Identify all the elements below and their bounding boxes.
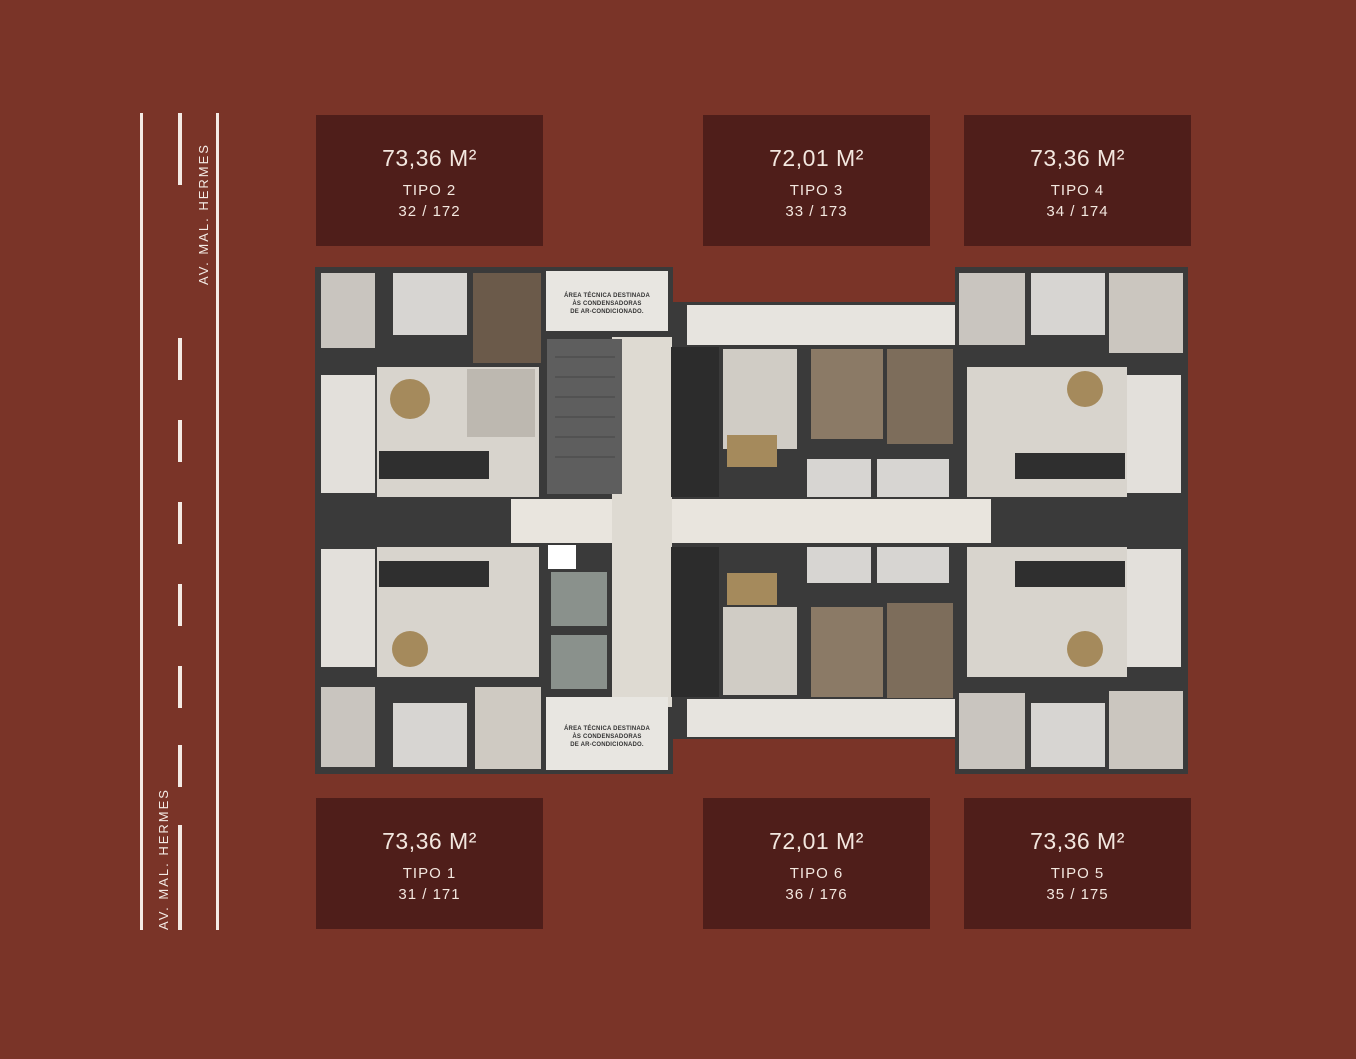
unit-type: TIPO 2 xyxy=(402,182,457,199)
unit-area: 73,36 M² xyxy=(1030,828,1125,854)
plan-unit-3-bedroom-1 xyxy=(811,349,883,439)
plan-unit-3-terrace xyxy=(687,305,955,345)
road-dash xyxy=(178,420,182,462)
unit-area: 73,36 M² xyxy=(1030,145,1125,171)
plan-unit-4-bedroom-1 xyxy=(959,273,1025,345)
plan-unit-5-table xyxy=(1067,631,1103,667)
unit-type: TIPO 4 xyxy=(1050,182,1105,199)
plan-unit-2-bath xyxy=(393,273,467,335)
note-line: DE AR-CONDICIONADO. xyxy=(570,309,644,315)
unit-area: 72,01 M² xyxy=(769,828,864,854)
unit-type: TIPO 3 xyxy=(789,182,844,199)
road-edge-left xyxy=(140,113,143,930)
note-line: ÀS CONDENSADORAS xyxy=(572,301,642,307)
plan-unit-5-bath xyxy=(1031,703,1105,767)
plan-unit-1-bedroom xyxy=(321,687,375,767)
unit-area: 73,36 M² xyxy=(382,145,477,171)
plan-corridor-horizontal xyxy=(511,499,991,543)
plan-unit-6-bedroom-1 xyxy=(811,607,883,697)
plan-shaft xyxy=(548,545,576,569)
plan-unit-5-bedroom-2 xyxy=(1109,691,1183,769)
plan-unit-6-bath-2 xyxy=(877,547,949,583)
unit-numbers: 35 / 175 xyxy=(1046,886,1109,903)
plan-unit-1-kitchen xyxy=(379,561,489,587)
street-label-top: AV. MAL. HERMES xyxy=(196,143,211,285)
road-edge-right xyxy=(216,113,219,930)
plan-unit-6-table xyxy=(727,573,777,605)
unit-area: 73,36 M² xyxy=(382,828,477,854)
plan-unit-3-table xyxy=(727,435,777,467)
floor-plan-drawing xyxy=(315,267,1188,774)
floor-plan: ÁREA TÉCNICA DESTINADA ÀS CONDENSADORAS … xyxy=(315,267,1188,774)
plan-unit-5-kitchen xyxy=(1015,561,1125,587)
plan-unit-4-balcony xyxy=(1127,375,1181,493)
unit-numbers: 33 / 173 xyxy=(785,203,848,220)
plan-unit-2-balcony xyxy=(321,375,375,493)
plan-elevator-2 xyxy=(551,635,607,689)
plan-unit-6-bath-1 xyxy=(807,547,871,583)
plan-unit-3-bedroom-2 xyxy=(887,349,953,444)
plan-unit-3-kitchen xyxy=(671,347,719,497)
plan-unit-4-kitchen xyxy=(1015,453,1125,479)
note-line: ÁREA TÉCNICA DESTINADA xyxy=(564,726,650,732)
street-label-bottom: AV. MAL. HERMES xyxy=(156,788,171,930)
road-dash xyxy=(178,502,182,544)
plan-stairs-steps xyxy=(555,356,615,458)
plan-unit-4-bath xyxy=(1031,273,1105,335)
unit-type: TIPO 6 xyxy=(789,865,844,882)
unit-card-tipo-5: 73,36 M² TIPO 5 35 / 175 xyxy=(964,798,1191,929)
technical-area-note-bottom: ÁREA TÉCNICA DESTINADA ÀS CONDENSADORAS … xyxy=(548,725,666,749)
plan-unit-6-living xyxy=(723,607,797,695)
plan-unit-3-bath-1 xyxy=(807,459,871,497)
plan-elevator-1 xyxy=(551,572,607,626)
plan-technical-area-bottom xyxy=(546,697,668,770)
street-road xyxy=(140,113,222,930)
plan-unit-3-bath-2 xyxy=(877,459,949,497)
note-line: DE AR-CONDICIONADO. xyxy=(570,742,644,748)
plan-unit-2-kitchen xyxy=(379,451,489,479)
road-dash xyxy=(178,745,182,787)
plan-unit-4-bedroom-2 xyxy=(1109,273,1183,353)
plan-unit-2-bedroom xyxy=(321,273,375,348)
note-line: ÀS CONDENSADORAS xyxy=(572,734,642,740)
unit-area: 72,01 M² xyxy=(769,145,864,171)
technical-area-note-top: ÁREA TÉCNICA DESTINADA ÀS CONDENSADORAS … xyxy=(548,292,666,316)
plan-unit-5-bedroom-1 xyxy=(959,693,1025,769)
plan-unit-2-table xyxy=(390,379,430,419)
unit-card-tipo-3: 72,01 M² TIPO 3 33 / 173 xyxy=(703,115,930,246)
note-line: ÁREA TÉCNICA DESTINADA xyxy=(564,293,650,299)
plan-unit-6-kitchen xyxy=(671,547,719,697)
plan-unit-1-laundry xyxy=(475,687,541,769)
road-dash xyxy=(178,666,182,708)
plan-unit-6-terrace xyxy=(687,699,955,737)
plan-technical-area-top xyxy=(546,271,668,331)
plan-unit-2-sofa xyxy=(467,369,535,437)
unit-card-tipo-2: 73,36 M² TIPO 2 32 / 172 xyxy=(316,115,543,246)
unit-card-tipo-4: 73,36 M² TIPO 4 34 / 174 xyxy=(964,115,1191,246)
plan-unit-1-table xyxy=(392,631,428,667)
road-dash xyxy=(178,113,182,185)
unit-numbers: 36 / 176 xyxy=(785,886,848,903)
plan-unit-6-bedroom-2 xyxy=(887,603,953,698)
plan-unit-3-living xyxy=(723,349,797,449)
plan-unit-2-bedroom-2 xyxy=(473,273,541,363)
unit-numbers: 31 / 171 xyxy=(398,886,461,903)
plan-unit-5-balcony xyxy=(1127,549,1181,667)
unit-type: TIPO 5 xyxy=(1050,865,1105,882)
plan-unit-1-bath xyxy=(393,703,467,767)
plan-unit-1-balcony xyxy=(321,549,375,667)
unit-numbers: 32 / 172 xyxy=(398,203,461,220)
plan-unit-4-table xyxy=(1067,371,1103,407)
road-dash xyxy=(178,825,182,930)
unit-type: TIPO 1 xyxy=(402,865,457,882)
road-dash xyxy=(178,338,182,380)
unit-numbers: 34 / 174 xyxy=(1046,203,1109,220)
unit-card-tipo-1: 73,36 M² TIPO 1 31 / 171 xyxy=(316,798,543,929)
road-dash xyxy=(178,584,182,626)
unit-card-tipo-6: 72,01 M² TIPO 6 36 / 176 xyxy=(703,798,930,929)
